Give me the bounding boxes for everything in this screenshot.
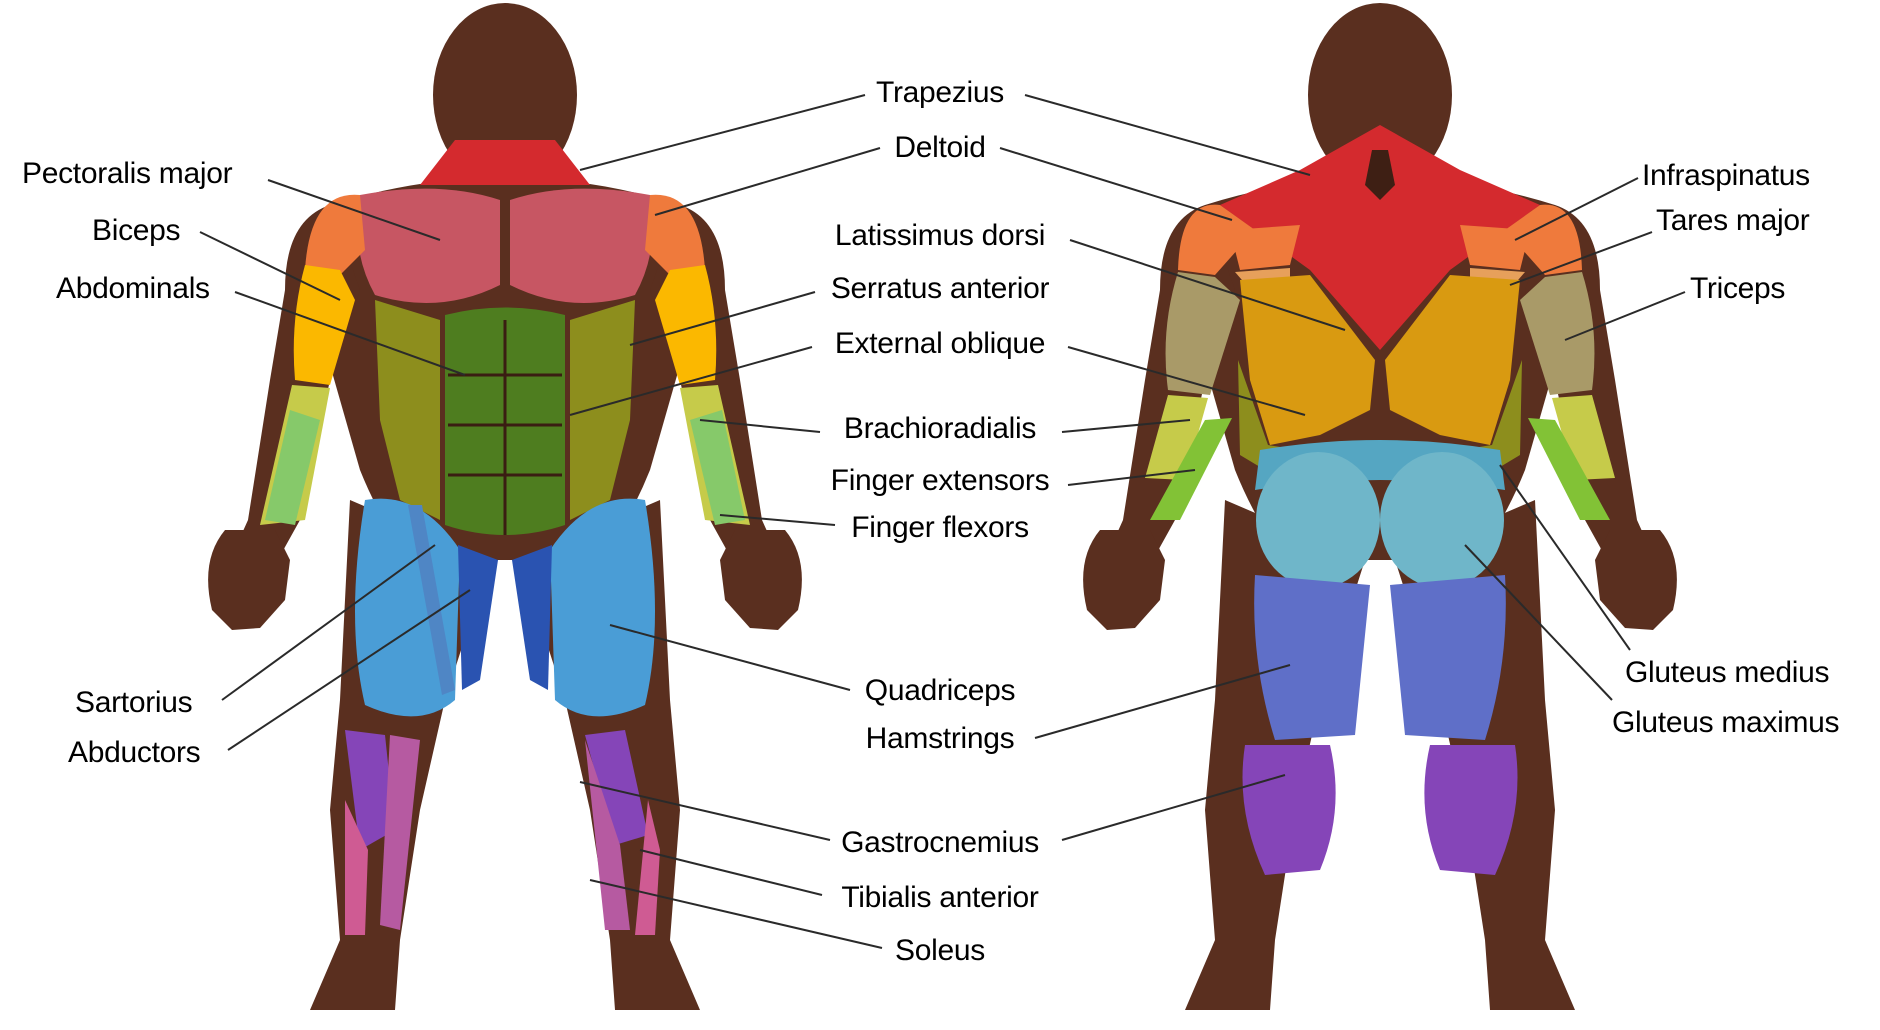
label-soleus: Soleus [895,934,985,967]
label-brachioradialis: Brachioradialis [844,412,1036,445]
label-teres-major: Tares major [1656,204,1810,237]
back-infraspinatus-right [1460,225,1530,270]
label-finger-extensors: Finger extensors [831,464,1050,497]
label-external-oblique: External oblique [835,327,1045,360]
label-sartorius: Sartorius [75,686,192,719]
leader-deltoid-back [1000,148,1232,220]
leader-trapezius-back [1025,95,1310,175]
label-serratus-anterior: Serratus anterior [831,272,1050,305]
back-gluteus-maximus-left [1256,452,1380,588]
back-left-hand [1083,530,1165,630]
back-infraspinatus-left [1230,225,1300,270]
label-infraspinatus: Infraspinatus [1642,159,1810,192]
front-quadriceps-right [550,499,655,717]
label-tibialis-anterior: Tibialis anterior [841,881,1039,914]
label-abductors: Abductors [68,736,200,769]
back-figure [1083,3,1677,1010]
label-pectoralis-major: Pectoralis major [22,157,233,190]
front-figure [208,3,802,1010]
label-gluteus-maximus: Gluteus maximus [1612,706,1839,739]
leader-trapezius-front [580,95,865,170]
front-pectoralis-left [357,189,500,303]
front-left-hand [208,530,290,630]
front-abductors [458,545,498,690]
leader-deltoid-front [655,148,880,215]
back-hamstrings-right [1390,575,1506,740]
back-hamstrings-left [1254,575,1370,740]
label-deltoid: Deltoid [894,131,985,164]
label-hamstrings: Hamstrings [866,722,1015,755]
label-biceps: Biceps [92,214,180,247]
label-triceps: Triceps [1690,272,1785,305]
front-pectoralis-right [510,189,653,303]
front-abductors-right [512,545,552,690]
label-trapezius: Trapezius [876,76,1004,109]
label-abdominals: Abdominals [56,272,210,305]
front-right-hand [720,530,802,630]
label-gluteus-medius: Gluteus medius [1625,656,1829,689]
label-quadriceps: Quadriceps [865,674,1015,707]
label-gastrocnemius: Gastrocnemius [841,826,1039,859]
back-right-hand [1595,530,1677,630]
label-finger-flexors: Finger flexors [851,511,1029,544]
label-latissimus-dorsi: Latissimus dorsi [835,219,1045,252]
